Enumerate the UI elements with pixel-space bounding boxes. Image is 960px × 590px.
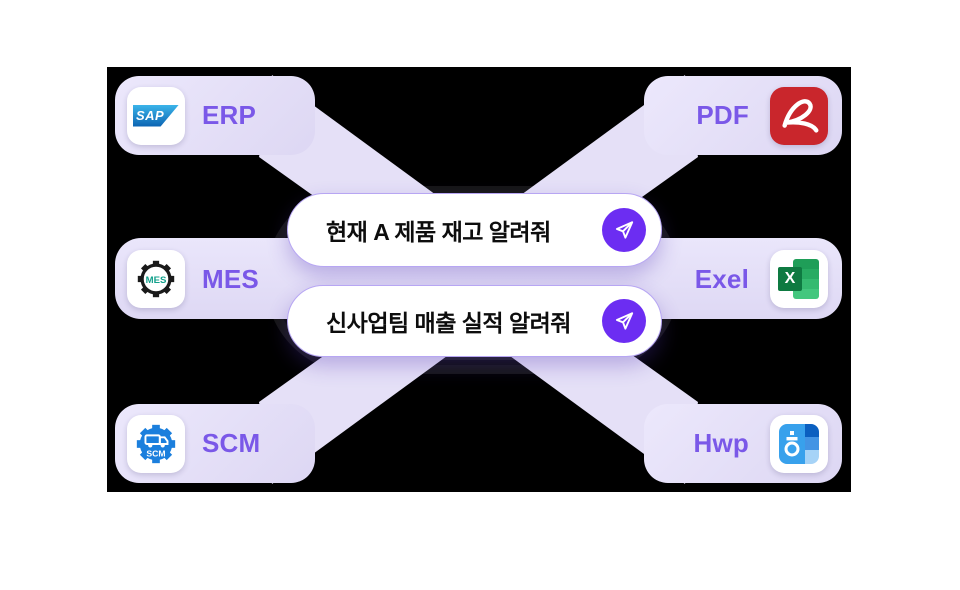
- gear-mes-icon: MES: [127, 250, 185, 308]
- diagram-panel: SAP ERP MES MES: [107, 67, 851, 492]
- station-erp: SAP ERP: [115, 76, 327, 155]
- excel-icon: X: [770, 250, 828, 308]
- send-button-1[interactable]: [602, 208, 646, 252]
- send-plane-icon: [615, 221, 634, 239]
- hwp-icon: [770, 414, 828, 473]
- station-scm: SCM SCM: [115, 404, 327, 483]
- chat-message-2: 신사업팀 매출 실적 알려줘: [326, 310, 571, 336]
- send-plane-icon: [615, 312, 634, 330]
- station-exel: Exel X: [628, 239, 844, 319]
- acrobat-icon: [770, 86, 828, 145]
- pdf-label: PDF: [696, 100, 749, 130]
- station-pdf: PDF: [628, 76, 844, 155]
- station-mes: MES MES: [115, 239, 327, 319]
- gear-truck-icon: SCM: [127, 414, 185, 473]
- exel-label: Exel: [694, 263, 749, 294]
- connector-arms: [259, 75, 698, 484]
- scm-label: SCM: [202, 428, 261, 458]
- chat-bubble-1: 현재 A 제품 재고 알려줘: [287, 193, 662, 267]
- hwp-label: Hwp: [693, 428, 749, 458]
- chat-message-1: 현재 A 제품 재고 알려줘: [326, 219, 551, 245]
- mes-label: MES: [202, 263, 259, 294]
- svg-text:MES: MES: [146, 275, 167, 286]
- svg-text:SCM: SCM: [146, 448, 165, 458]
- sap-logo: SAP: [127, 86, 185, 145]
- excel-x-glyph: X: [778, 267, 802, 291]
- send-button-2[interactable]: [602, 299, 646, 343]
- sap-logo-text: SAP: [133, 104, 179, 127]
- erp-label: ERP: [202, 100, 257, 130]
- station-hwp: Hwp: [628, 404, 844, 483]
- chat-bubble-2: 신사업팀 매출 실적 알려줘: [287, 285, 662, 357]
